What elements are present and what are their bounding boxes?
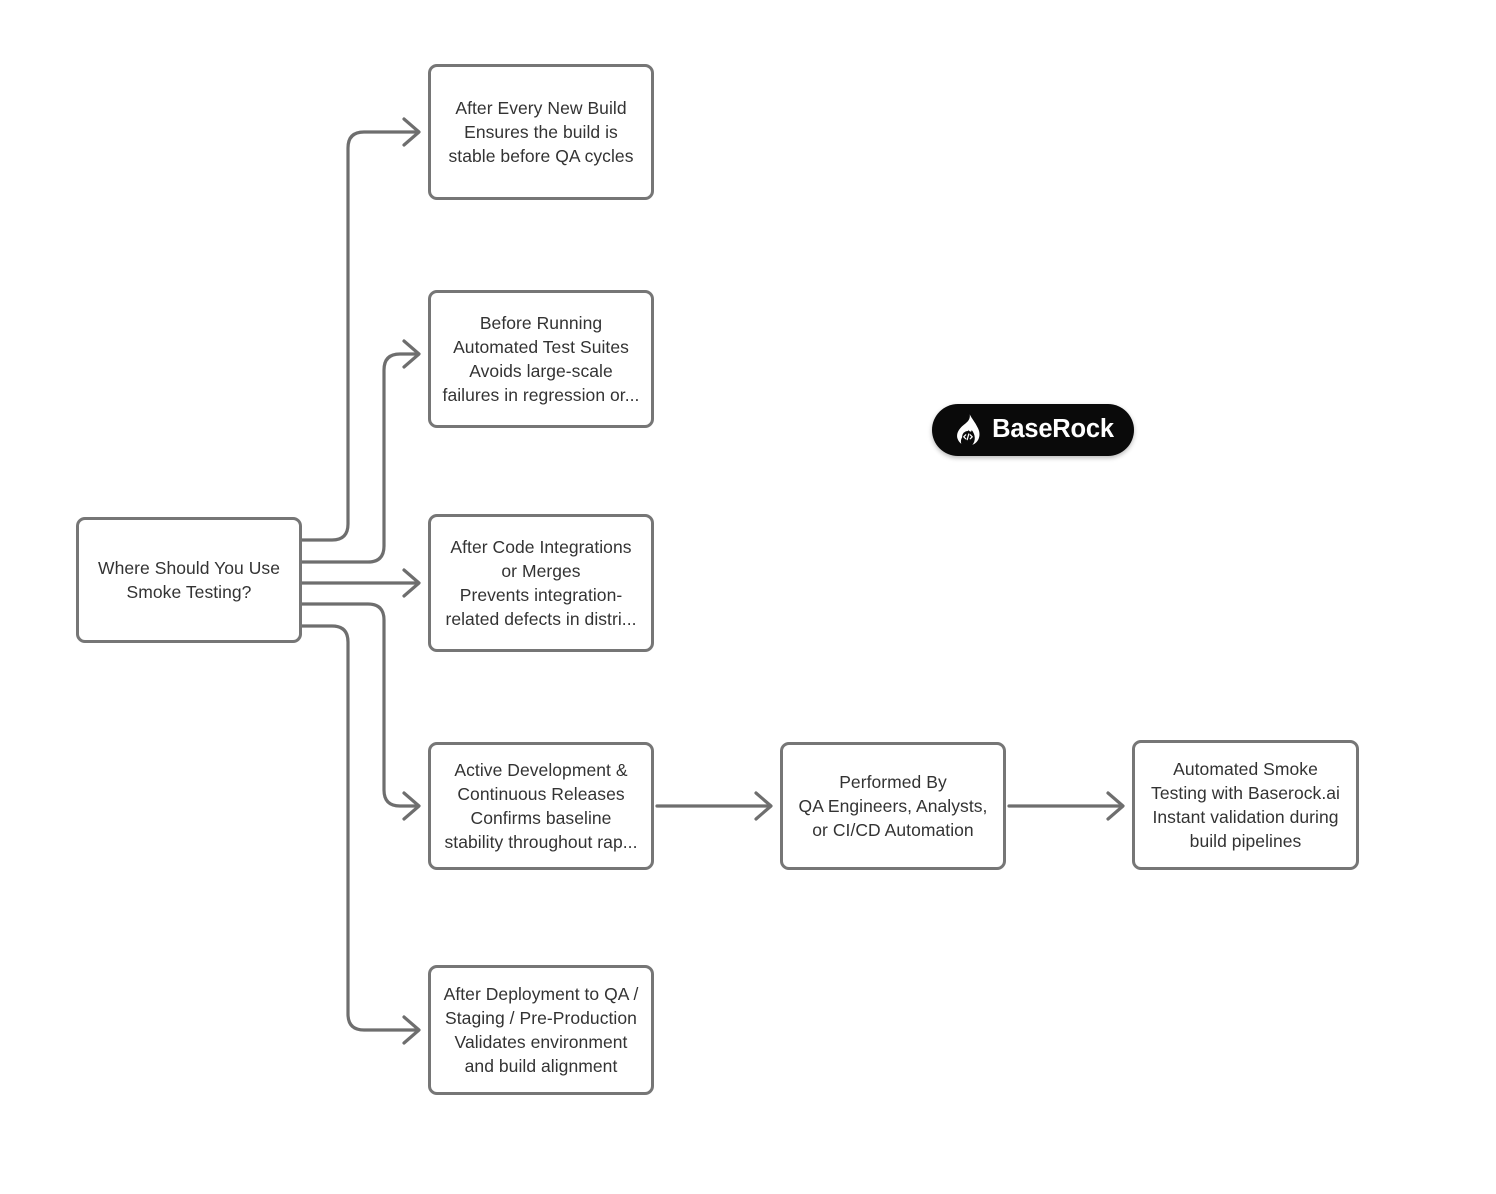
arrowhead-performed-by bbox=[754, 791, 773, 821]
node-before-running-automated-test-suites-label: Before Running Automated Test Suites Avo… bbox=[442, 312, 640, 406]
node-after-code-integrations-or-merges-label: After Code Integrations or Merges Preven… bbox=[445, 536, 637, 630]
flame-code-icon bbox=[957, 414, 980, 445]
node-automated-smoke-testing-with-baserock[interactable]: Automated Smoke Testing with Baserock.ai… bbox=[1132, 740, 1359, 870]
edge-root-to-branch-4 bbox=[300, 602, 418, 808]
arrowhead-branch-3 bbox=[402, 568, 421, 598]
node-root[interactable]: Where Should You Use Smoke Testing? bbox=[76, 517, 302, 643]
node-active-development-continuous-releases-label: Active Development & Continuous Releases… bbox=[444, 759, 638, 853]
node-after-deployment-to-qa-staging-preproduction[interactable]: After Deployment to QA / Staging / Pre-P… bbox=[428, 965, 654, 1095]
node-root-label: Where Should You Use Smoke Testing? bbox=[98, 557, 280, 602]
edge-root-to-branch-5 bbox=[300, 624, 418, 1032]
baserock-wordmark: BaseRock bbox=[992, 415, 1114, 444]
arrowhead-branch-1 bbox=[402, 117, 421, 147]
node-active-development-continuous-releases[interactable]: Active Development & Continuous Releases… bbox=[428, 742, 654, 870]
arrowhead-branch-5 bbox=[402, 1015, 421, 1045]
edge-root-to-branch-2 bbox=[300, 352, 418, 564]
node-performed-by[interactable]: Performed By QA Engineers, Analysts, or … bbox=[780, 742, 1006, 870]
node-automated-smoke-testing-with-baserock-label: Automated Smoke Testing with Baserock.ai… bbox=[1151, 758, 1340, 852]
arrowhead-branch-4 bbox=[402, 791, 421, 821]
arrowhead-baserock bbox=[1106, 791, 1125, 821]
edge-root-to-branch-1 bbox=[300, 130, 418, 542]
baserock-logo-badge: BaseRock bbox=[932, 404, 1134, 456]
node-after-code-integrations-or-merges[interactable]: After Code Integrations or Merges Preven… bbox=[428, 514, 654, 652]
node-after-every-new-build-label: After Every New Build Ensures the build … bbox=[448, 97, 634, 167]
node-performed-by-label: Performed By QA Engineers, Analysts, or … bbox=[798, 771, 988, 841]
node-after-deployment-to-qa-staging-preproduction-label: After Deployment to QA / Staging / Pre-P… bbox=[443, 983, 639, 1077]
node-after-every-new-build[interactable]: After Every New Build Ensures the build … bbox=[428, 64, 654, 200]
arrowhead-branch-2 bbox=[402, 339, 421, 369]
node-before-running-automated-test-suites[interactable]: Before Running Automated Test Suites Avo… bbox=[428, 290, 654, 428]
